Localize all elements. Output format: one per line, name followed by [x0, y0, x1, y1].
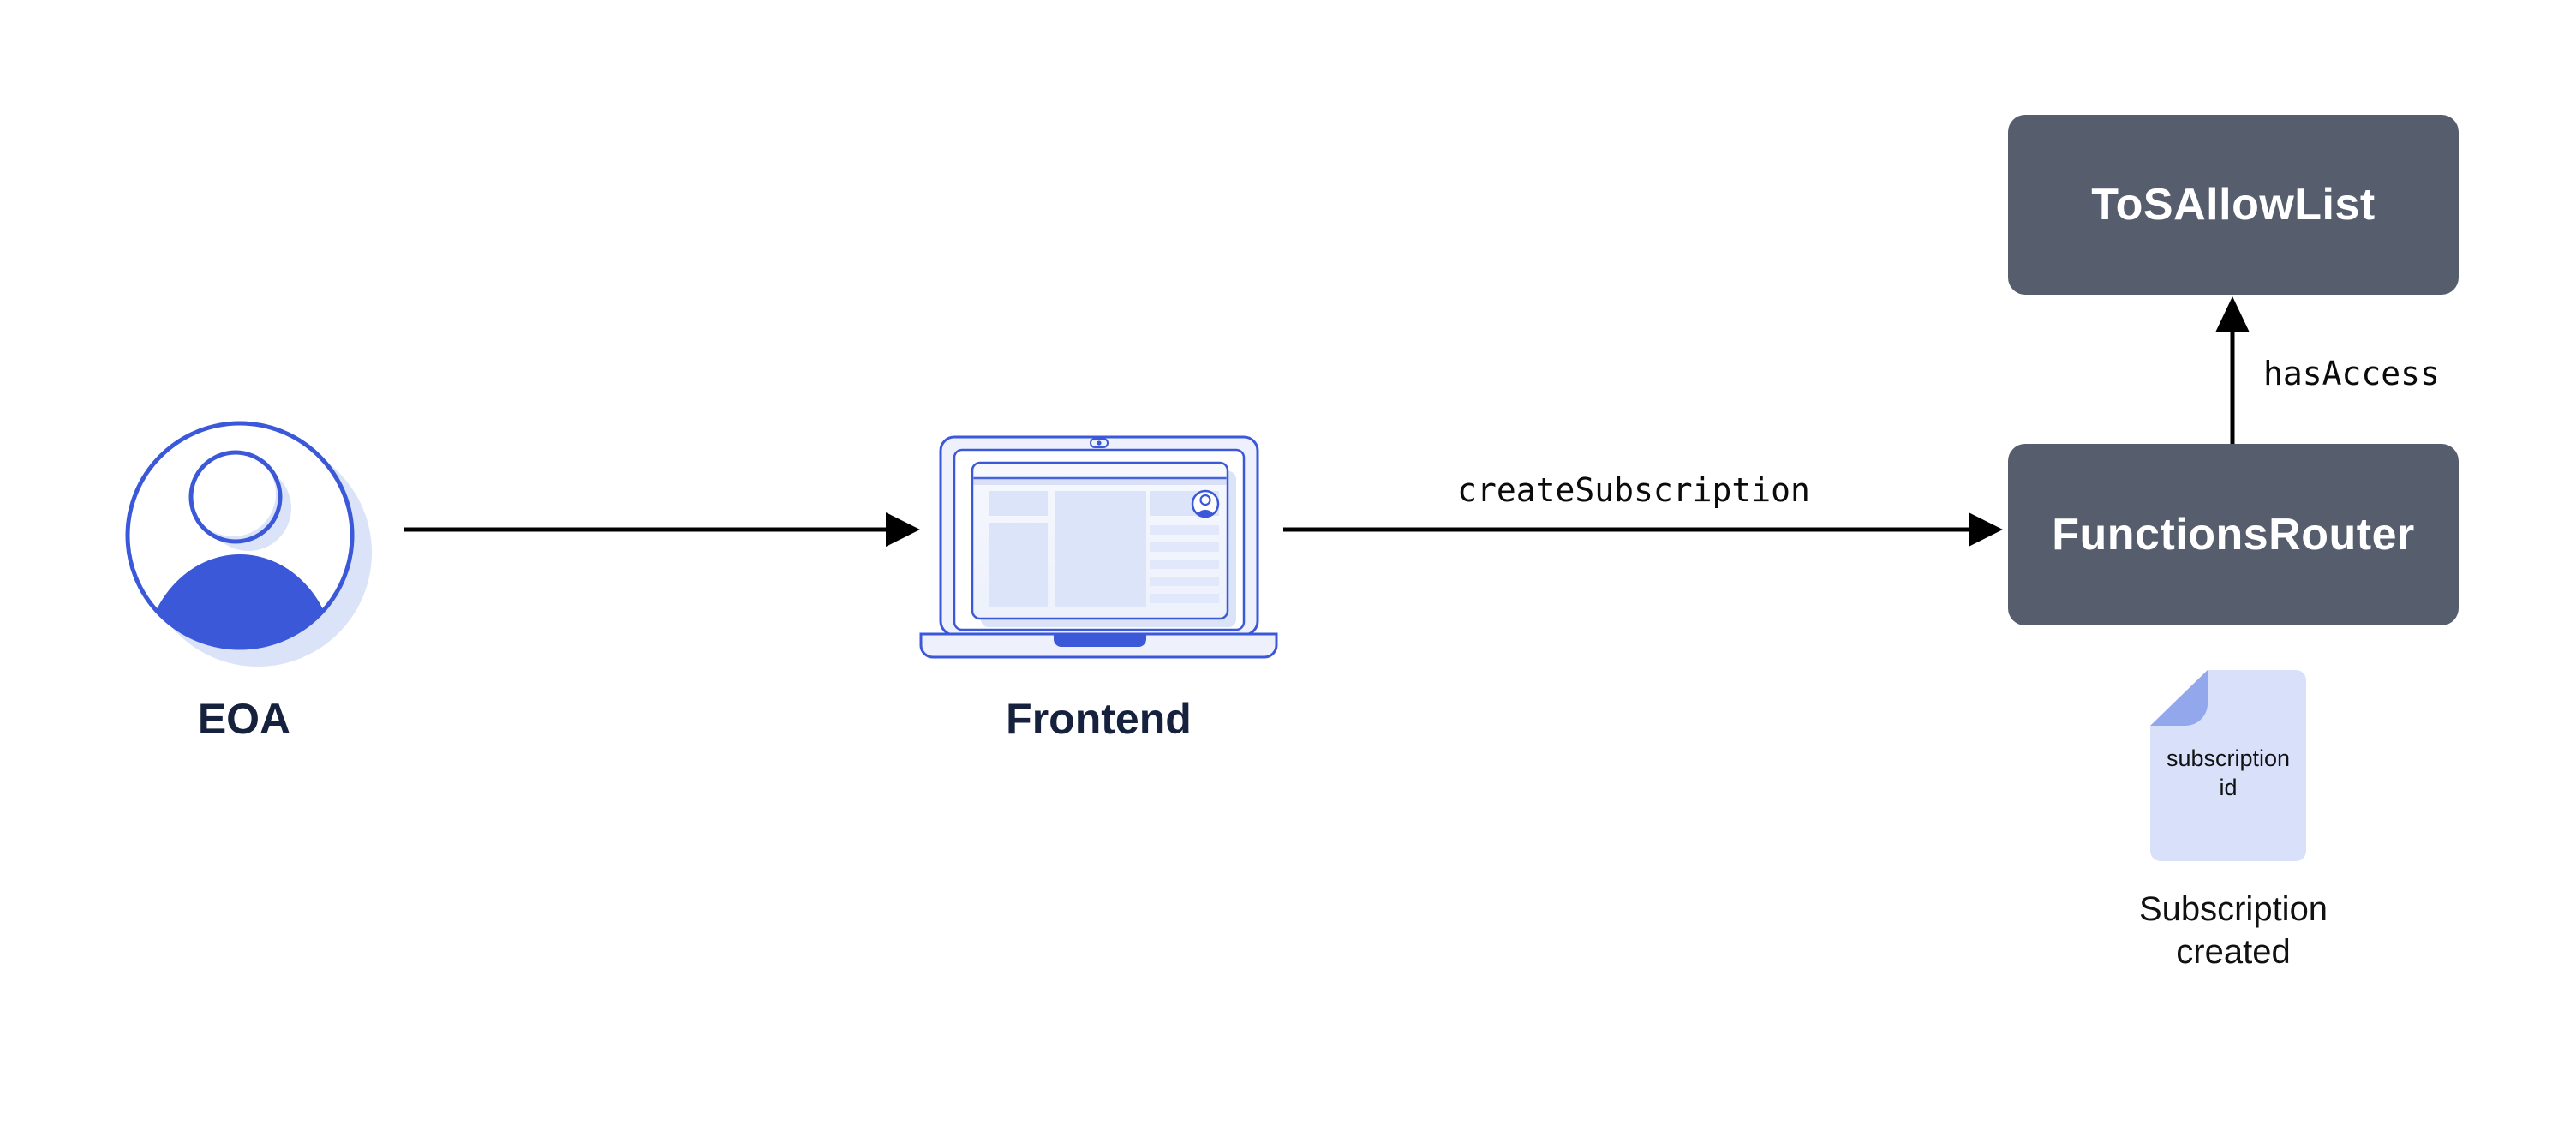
document-fold-corner	[2150, 670, 2208, 727]
subscription-created-caption: Subscription created	[2105, 888, 2362, 973]
browser-content-blocks	[989, 491, 1219, 607]
user-avatar-icon	[125, 421, 372, 667]
document-text-line2: id	[2219, 775, 2238, 800]
edge-label-hasaccess: hasAccess	[2263, 355, 2440, 392]
tosallowlist-label: ToSAllowList	[2091, 180, 2376, 230]
arrow-frontend-to-functionsrouter	[1283, 512, 2003, 547]
document-text: subscription id	[2150, 744, 2306, 802]
node-functionsrouter: FunctionsRouter	[2008, 444, 2459, 625]
functionsrouter-label: FunctionsRouter	[2052, 510, 2415, 560]
frontend-label: Frontend	[1006, 695, 1192, 743]
caption-line1: Subscription	[2138, 890, 2328, 928]
document-icon	[2150, 670, 2306, 861]
edge-label-createsubscription: createSubscription	[1457, 471, 1810, 509]
arrow-eoa-to-frontend	[404, 512, 920, 547]
laptop-icon	[919, 435, 1278, 659]
document-text-line1: subscription	[2166, 745, 2291, 771]
caption-line2: created	[2176, 933, 2291, 971]
eoa-label: EOA	[197, 695, 291, 743]
browser-user-icon	[1191, 489, 1220, 518]
browser-text-bars	[1150, 525, 1219, 603]
node-tosallowlist: ToSAllowList	[2008, 115, 2459, 295]
arrow-functionsrouter-to-tosallowlist	[2215, 296, 2250, 444]
